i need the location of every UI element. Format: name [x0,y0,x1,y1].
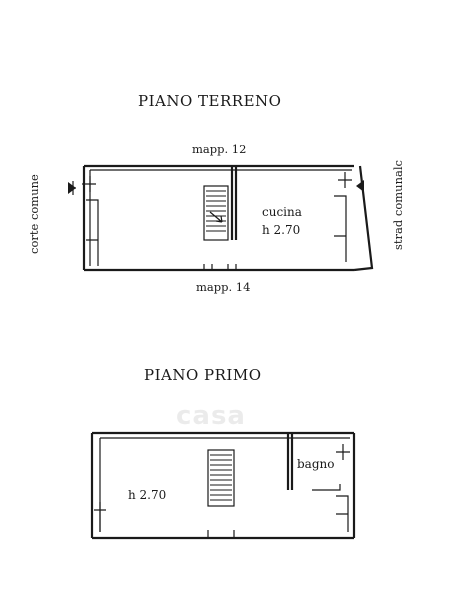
ground-floor-staircase [203,185,229,241]
first-floor-title: PIANO PRIMO [144,366,262,384]
ground-floor-west-openings [68,176,99,266]
ground-floor-south-label: mapp. 14 [196,280,250,294]
ground-floor-plan: cucina h 2.70 [68,164,374,272]
ground-floor-east-label: strad comunalc [391,160,405,250]
ground-floor-west-label: corte comune [27,174,41,254]
first-floor-plan: h 2.70 bagno [90,431,356,540]
watermark-text: casa [176,401,246,431]
first-floor-room-height: h 2.70 [128,488,166,502]
first-floor-west-openings [94,502,106,532]
ground-floor-north-label: mapp. 12 [192,142,246,156]
first-floor-outer-walls [90,431,356,540]
ground-floor-title: PIANO TERRENO [138,92,281,110]
first-floor-staircase [207,449,235,507]
first-floor-bathroom-walls [286,433,341,491]
ground-floor-room-height: h 2.70 [262,223,300,237]
east-arrow-icon [356,180,364,192]
ground-floor-partition [230,166,238,240]
west-arrow-icon [68,182,76,194]
first-floor-south-openings [207,530,235,538]
ground-floor-room-name: cucina [262,205,302,219]
first-floor-bath-name: bagno [297,457,334,471]
ground-floor-south-openings [203,264,237,270]
ground-floor-outer-walls [82,164,374,272]
first-floor-east-openings [336,444,350,532]
ground-floor-east-openings [334,172,364,262]
